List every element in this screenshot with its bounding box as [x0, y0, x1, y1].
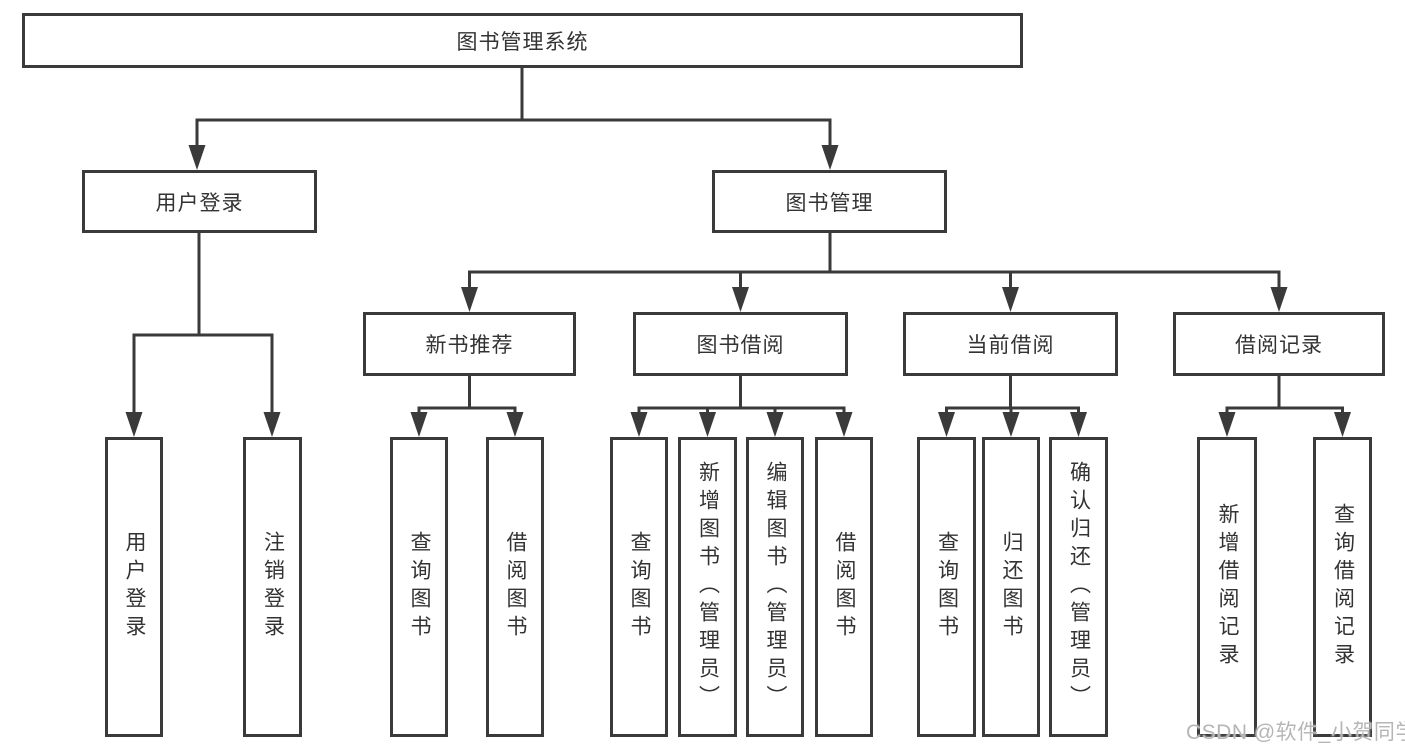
node-root: 图书管理系统 [22, 13, 1023, 68]
node-leaf-newbook-borrow: 借阅图书 [486, 437, 544, 737]
node-leaf-borrow-edit-admin: 编辑图书（管理员） [746, 437, 804, 737]
node-leaf-current-confirm-admin: 确认归还（管理员） [1049, 437, 1108, 737]
connector-new-book-group [410, 375, 524, 437]
node-leaf-logout: 注销登录 [243, 437, 302, 737]
connector-borrow-records-group [1218, 375, 1351, 437]
node-leaf-borrow-borrow: 借阅图书 [815, 437, 873, 737]
connector-user-login-group [125, 232, 281, 437]
node-user-login: 用户登录 [82, 170, 317, 233]
node-leaf-user-login: 用户登录 [105, 437, 163, 737]
node-leaf-records-query: 查询借阅记录 [1313, 437, 1372, 737]
watermark-text: CSDN @软件_小贺同学 [1186, 721, 1405, 744]
connector-book-borrow-group [630, 375, 853, 437]
node-leaf-newbook-query: 查询图书 [390, 437, 448, 737]
connector-book-management-group [461, 232, 1288, 312]
node-leaf-current-query: 查询图书 [917, 437, 976, 737]
node-leaf-borrow-add-admin: 新增图书（管理员） [678, 437, 737, 737]
node-current-borrow: 当前借阅 [903, 312, 1118, 376]
node-new-book-recommend: 新书推荐 [363, 312, 576, 376]
node-book-borrow: 图书借阅 [633, 312, 848, 376]
node-leaf-borrow-query: 查询图书 [610, 437, 668, 737]
node-leaf-records-add: 新增借阅记录 [1197, 437, 1257, 737]
node-book-management: 图书管理 [712, 170, 947, 233]
connector-current-borrow-group [938, 375, 1087, 437]
node-leaf-current-return: 归还图书 [982, 437, 1040, 737]
connector-root [188, 66, 839, 170]
node-borrow-records: 借阅记录 [1173, 312, 1385, 376]
